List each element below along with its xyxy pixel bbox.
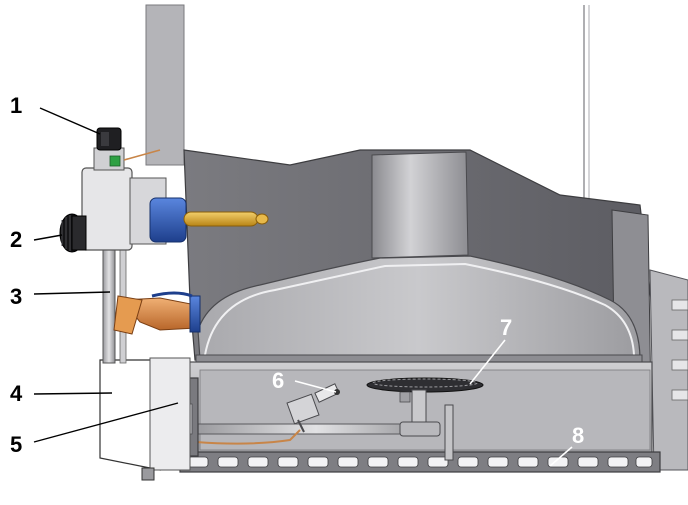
- copper-valve: [113, 291, 201, 335]
- leader-line-3: [33, 291, 111, 295]
- heat-exchanger-dome: [195, 255, 643, 366]
- callout-label-4: 4: [10, 381, 23, 406]
- leader-line-7: [469, 339, 506, 385]
- callout-label-6: 6: [272, 368, 284, 393]
- callout-label-1: 1: [10, 93, 22, 118]
- leader-line-6: [294, 380, 337, 393]
- callouts: 1 2 3 4 5 6 7 8: [10, 93, 584, 467]
- leader-line-5: [33, 402, 179, 443]
- top-control-knob: [96, 127, 122, 151]
- callout-label-2: 2: [10, 227, 22, 252]
- callout-label-7: 7: [500, 315, 512, 340]
- gas-control-knob: [59, 213, 87, 253]
- callout-label-5: 5: [10, 432, 22, 457]
- leader-line-2: [33, 234, 63, 241]
- callout-label-3: 3: [10, 284, 22, 309]
- main-burner: [366, 377, 484, 429]
- leader-line-1: [39, 107, 101, 135]
- background-frame: [145, 4, 590, 205]
- callout-label-8: 8: [572, 423, 584, 448]
- leader-line-4: [33, 392, 113, 395]
- leader-line-8: [549, 446, 573, 467]
- bracket-housing: [99, 357, 191, 481]
- chamber-floor-grate: [179, 451, 661, 473]
- pilot-assembly: [286, 383, 340, 433]
- thermostat-probe: [149, 197, 269, 243]
